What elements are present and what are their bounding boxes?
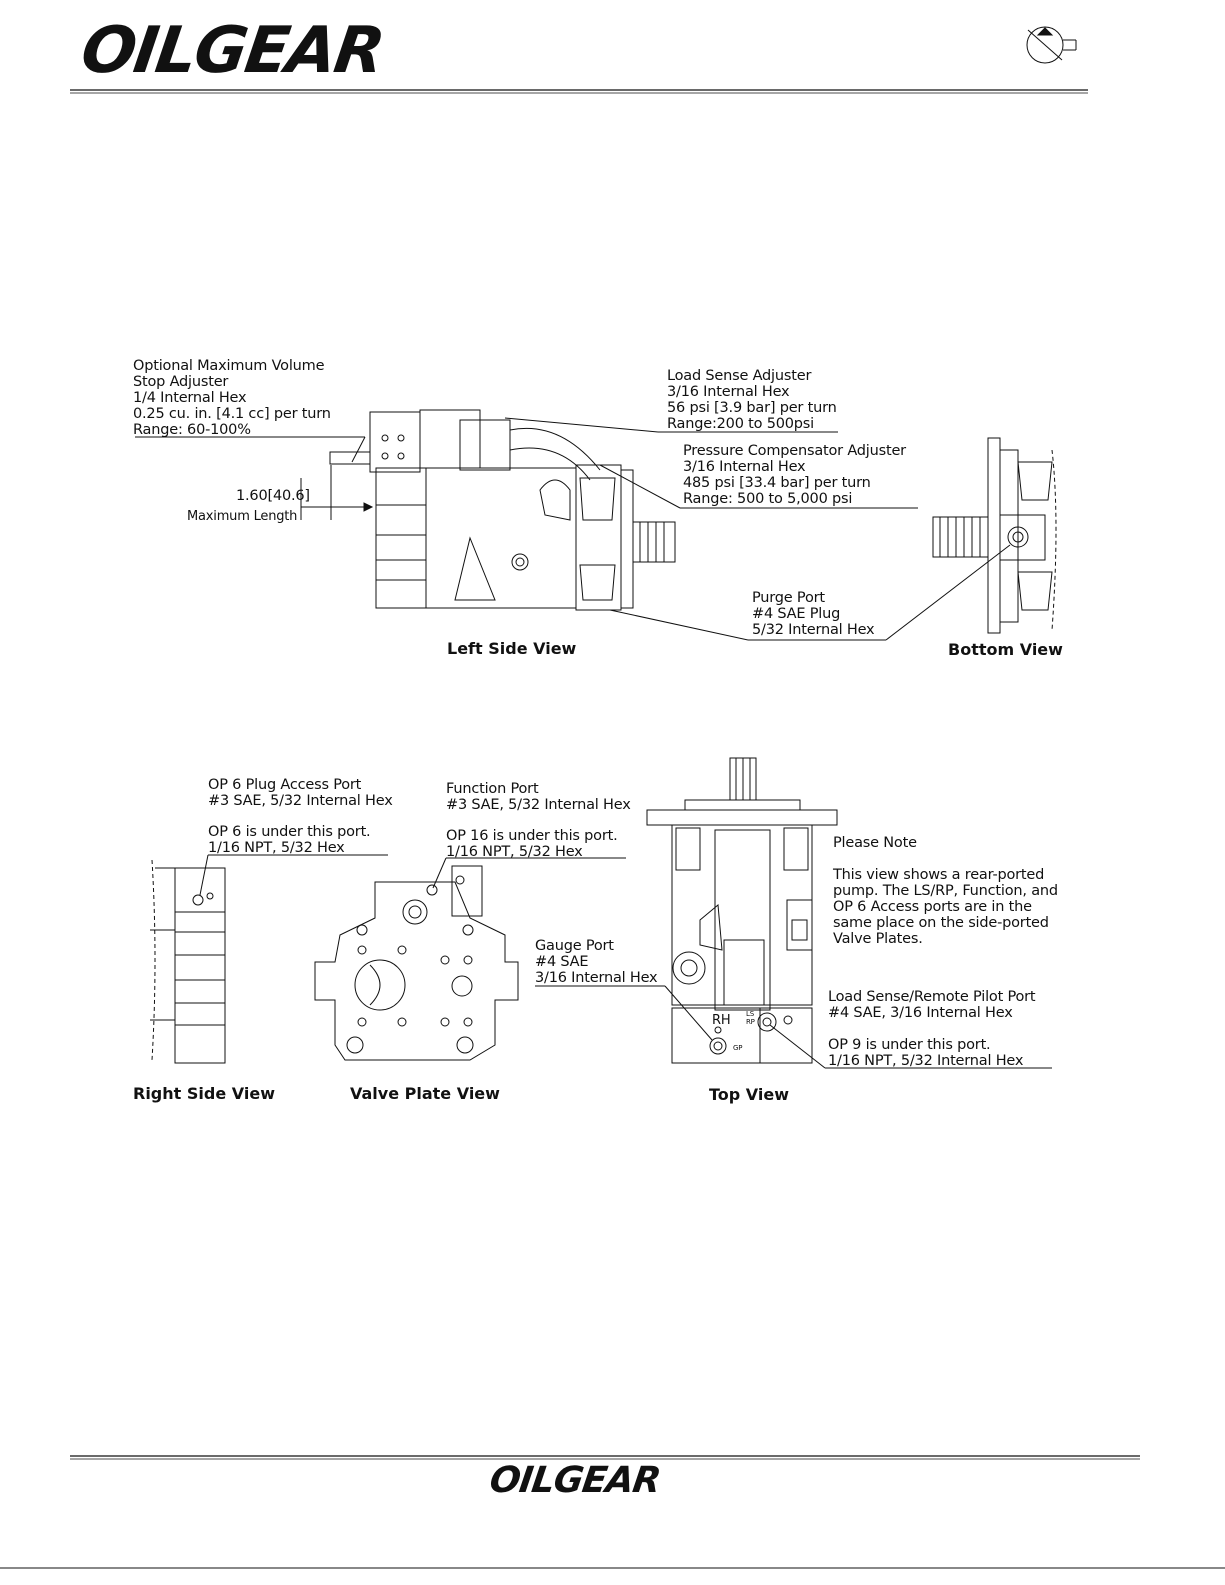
please-note-title: Please Note bbox=[833, 835, 917, 851]
please-note-text: This view shows a rear-ported pump. The … bbox=[833, 867, 1058, 947]
function-port-label: Function Port #3 SAE, 5/32 Internal Hex bbox=[446, 781, 631, 813]
valve-plate-view-caption: Valve Plate View bbox=[350, 1084, 500, 1103]
rh-label: RH bbox=[712, 1013, 731, 1028]
purge-port-label: Purge Port #4 SAE Plug 5/32 Internal Hex bbox=[752, 590, 875, 638]
pressure-compensator-label: Pressure Compensator Adjuster 3/16 Inter… bbox=[683, 443, 906, 507]
left-side-view-drawing bbox=[135, 409, 918, 641]
bottom-view-caption: Bottom View bbox=[948, 640, 1063, 659]
valve-plate-view-drawing bbox=[314, 857, 626, 1061]
op6-plug-access-label: OP 6 Plug Access Port #3 SAE, 5/32 Inter… bbox=[208, 777, 393, 809]
gp-label: GP bbox=[733, 1044, 743, 1052]
footer-logo: OILGEAR bbox=[487, 1460, 663, 1501]
right-side-view-caption: Right Side View bbox=[133, 1084, 275, 1103]
gauge-port-label: Gauge Port #4 SAE 3/16 Internal Hex bbox=[535, 938, 658, 986]
top-view-caption: Top View bbox=[709, 1085, 790, 1104]
ls-rp-label: LS RP bbox=[746, 1010, 755, 1026]
op16-under-label: OP 16 is under this port. 1/16 NPT, 5/32… bbox=[446, 828, 618, 860]
pump-symbol-icon bbox=[1026, 26, 1077, 64]
op9-under-label: OP 9 is under this port. 1/16 NPT, 5/32 … bbox=[828, 1037, 1024, 1069]
op6-under-label: OP 6 is under this port. 1/16 NPT, 5/32 … bbox=[208, 824, 371, 856]
top-view-drawing bbox=[535, 757, 1052, 1069]
max-length-value: 1.60[40.6] bbox=[236, 488, 310, 504]
left-side-view-caption: Left Side View bbox=[447, 639, 577, 658]
max-volume-label: Optional Maximum Volume Stop Adjuster 1/… bbox=[133, 358, 331, 438]
max-length-label: Maximum Length bbox=[187, 509, 298, 524]
right-side-view-drawing bbox=[150, 854, 388, 1064]
load-sense-port-label: Load Sense/Remote Pilot Port #4 SAE, 3/1… bbox=[828, 989, 1036, 1021]
bottom-view-drawing bbox=[885, 437, 1057, 641]
load-sense-adjuster-label: Load Sense Adjuster 3/16 Internal Hex 56… bbox=[667, 368, 837, 432]
